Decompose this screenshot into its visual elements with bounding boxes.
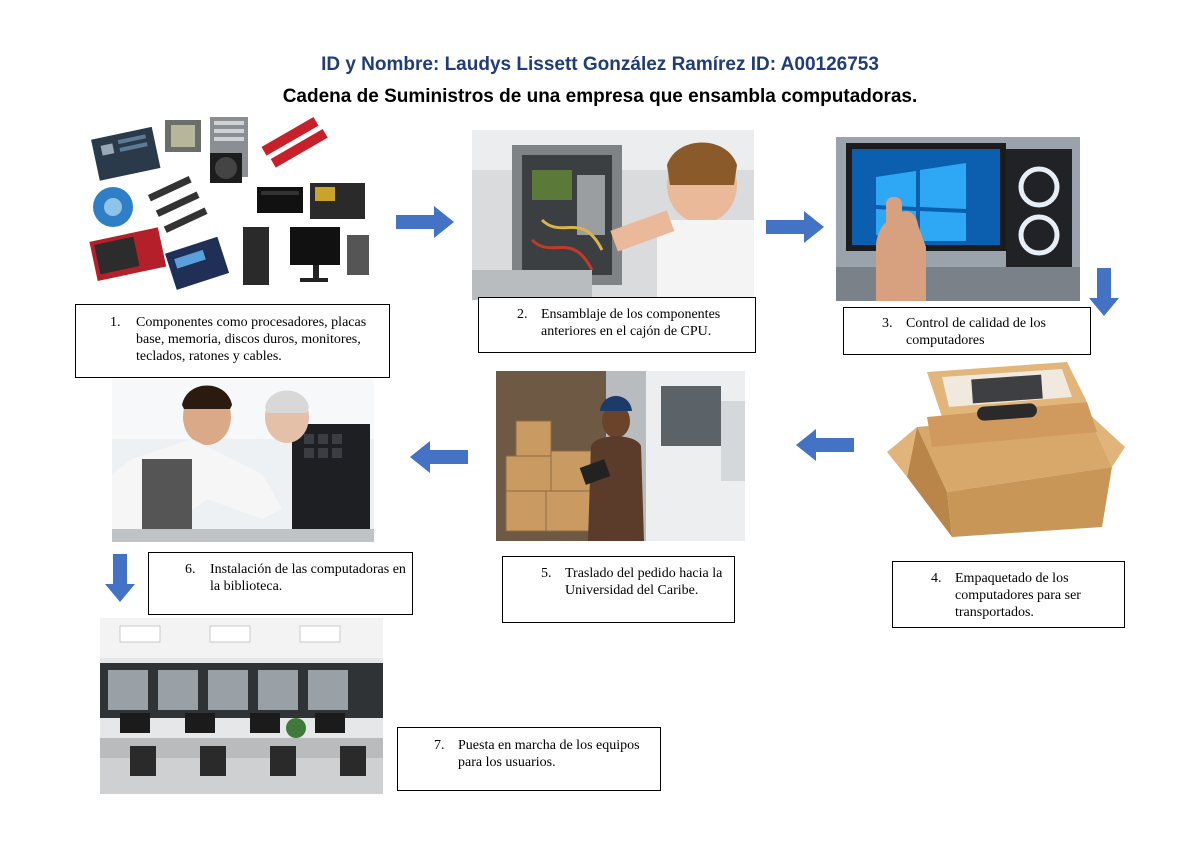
step-2-box: 2. Ensamblaje de los componentes anterio… [478,297,756,353]
arrow-left-icon [796,429,854,461]
arrow-right-icon [396,206,454,238]
step-number: 7. [434,738,445,753]
step-number: 2. [517,307,528,322]
quality-control-image [836,137,1080,301]
arrow-left-icon [410,441,468,473]
step-text: Ensamblaje de los componentes anteriores… [541,307,721,339]
installation-image [112,379,374,542]
step-6-box: 6. Instalación de las computadoras en la… [148,552,413,615]
step-number: 1. [110,315,121,330]
step-5-box: 5. Traslado del pedido hacia la Universi… [502,556,735,623]
arrow-down-icon [105,554,135,602]
step-text: Puesta en marcha de los equipos para los… [458,738,640,770]
step-text: Traslado del pedido hacia la Universidad… [565,566,723,598]
step-4-box: 4. Empaquetado de los computadores para … [892,561,1125,628]
step-text: Componentes como procesadores, placas ba… [136,315,367,364]
page-title-id: ID y Nombre: Laudys Lissett González Ram… [321,54,879,75]
packaging-image [887,357,1125,540]
assembly-image [472,130,754,300]
step-1-box: 1. Componentes como procesadores, placas… [75,304,390,378]
step-text: Control de calidad de los computadores [906,316,1046,348]
step-number: 3. [882,316,893,331]
step-number: 6. [185,562,196,577]
computer-lab-image [100,618,383,794]
arrow-down-icon [1089,268,1119,316]
page-title: Cadena de Suministros de una empresa que… [282,86,918,107]
step-number: 5. [541,566,552,581]
step-text: Empaquetado de los computadores para ser… [955,571,1081,620]
components-image [85,115,375,300]
arrow-right-icon [766,211,824,243]
step-number: 4. [931,571,942,586]
step-3-box: 3. Control de calidad de los computadore… [843,307,1091,355]
delivery-image [496,371,745,541]
step-text: Instalación de las computadoras en la bi… [210,562,406,594]
step-7-box: 7. Puesta en marcha de los equipos para … [397,727,661,791]
